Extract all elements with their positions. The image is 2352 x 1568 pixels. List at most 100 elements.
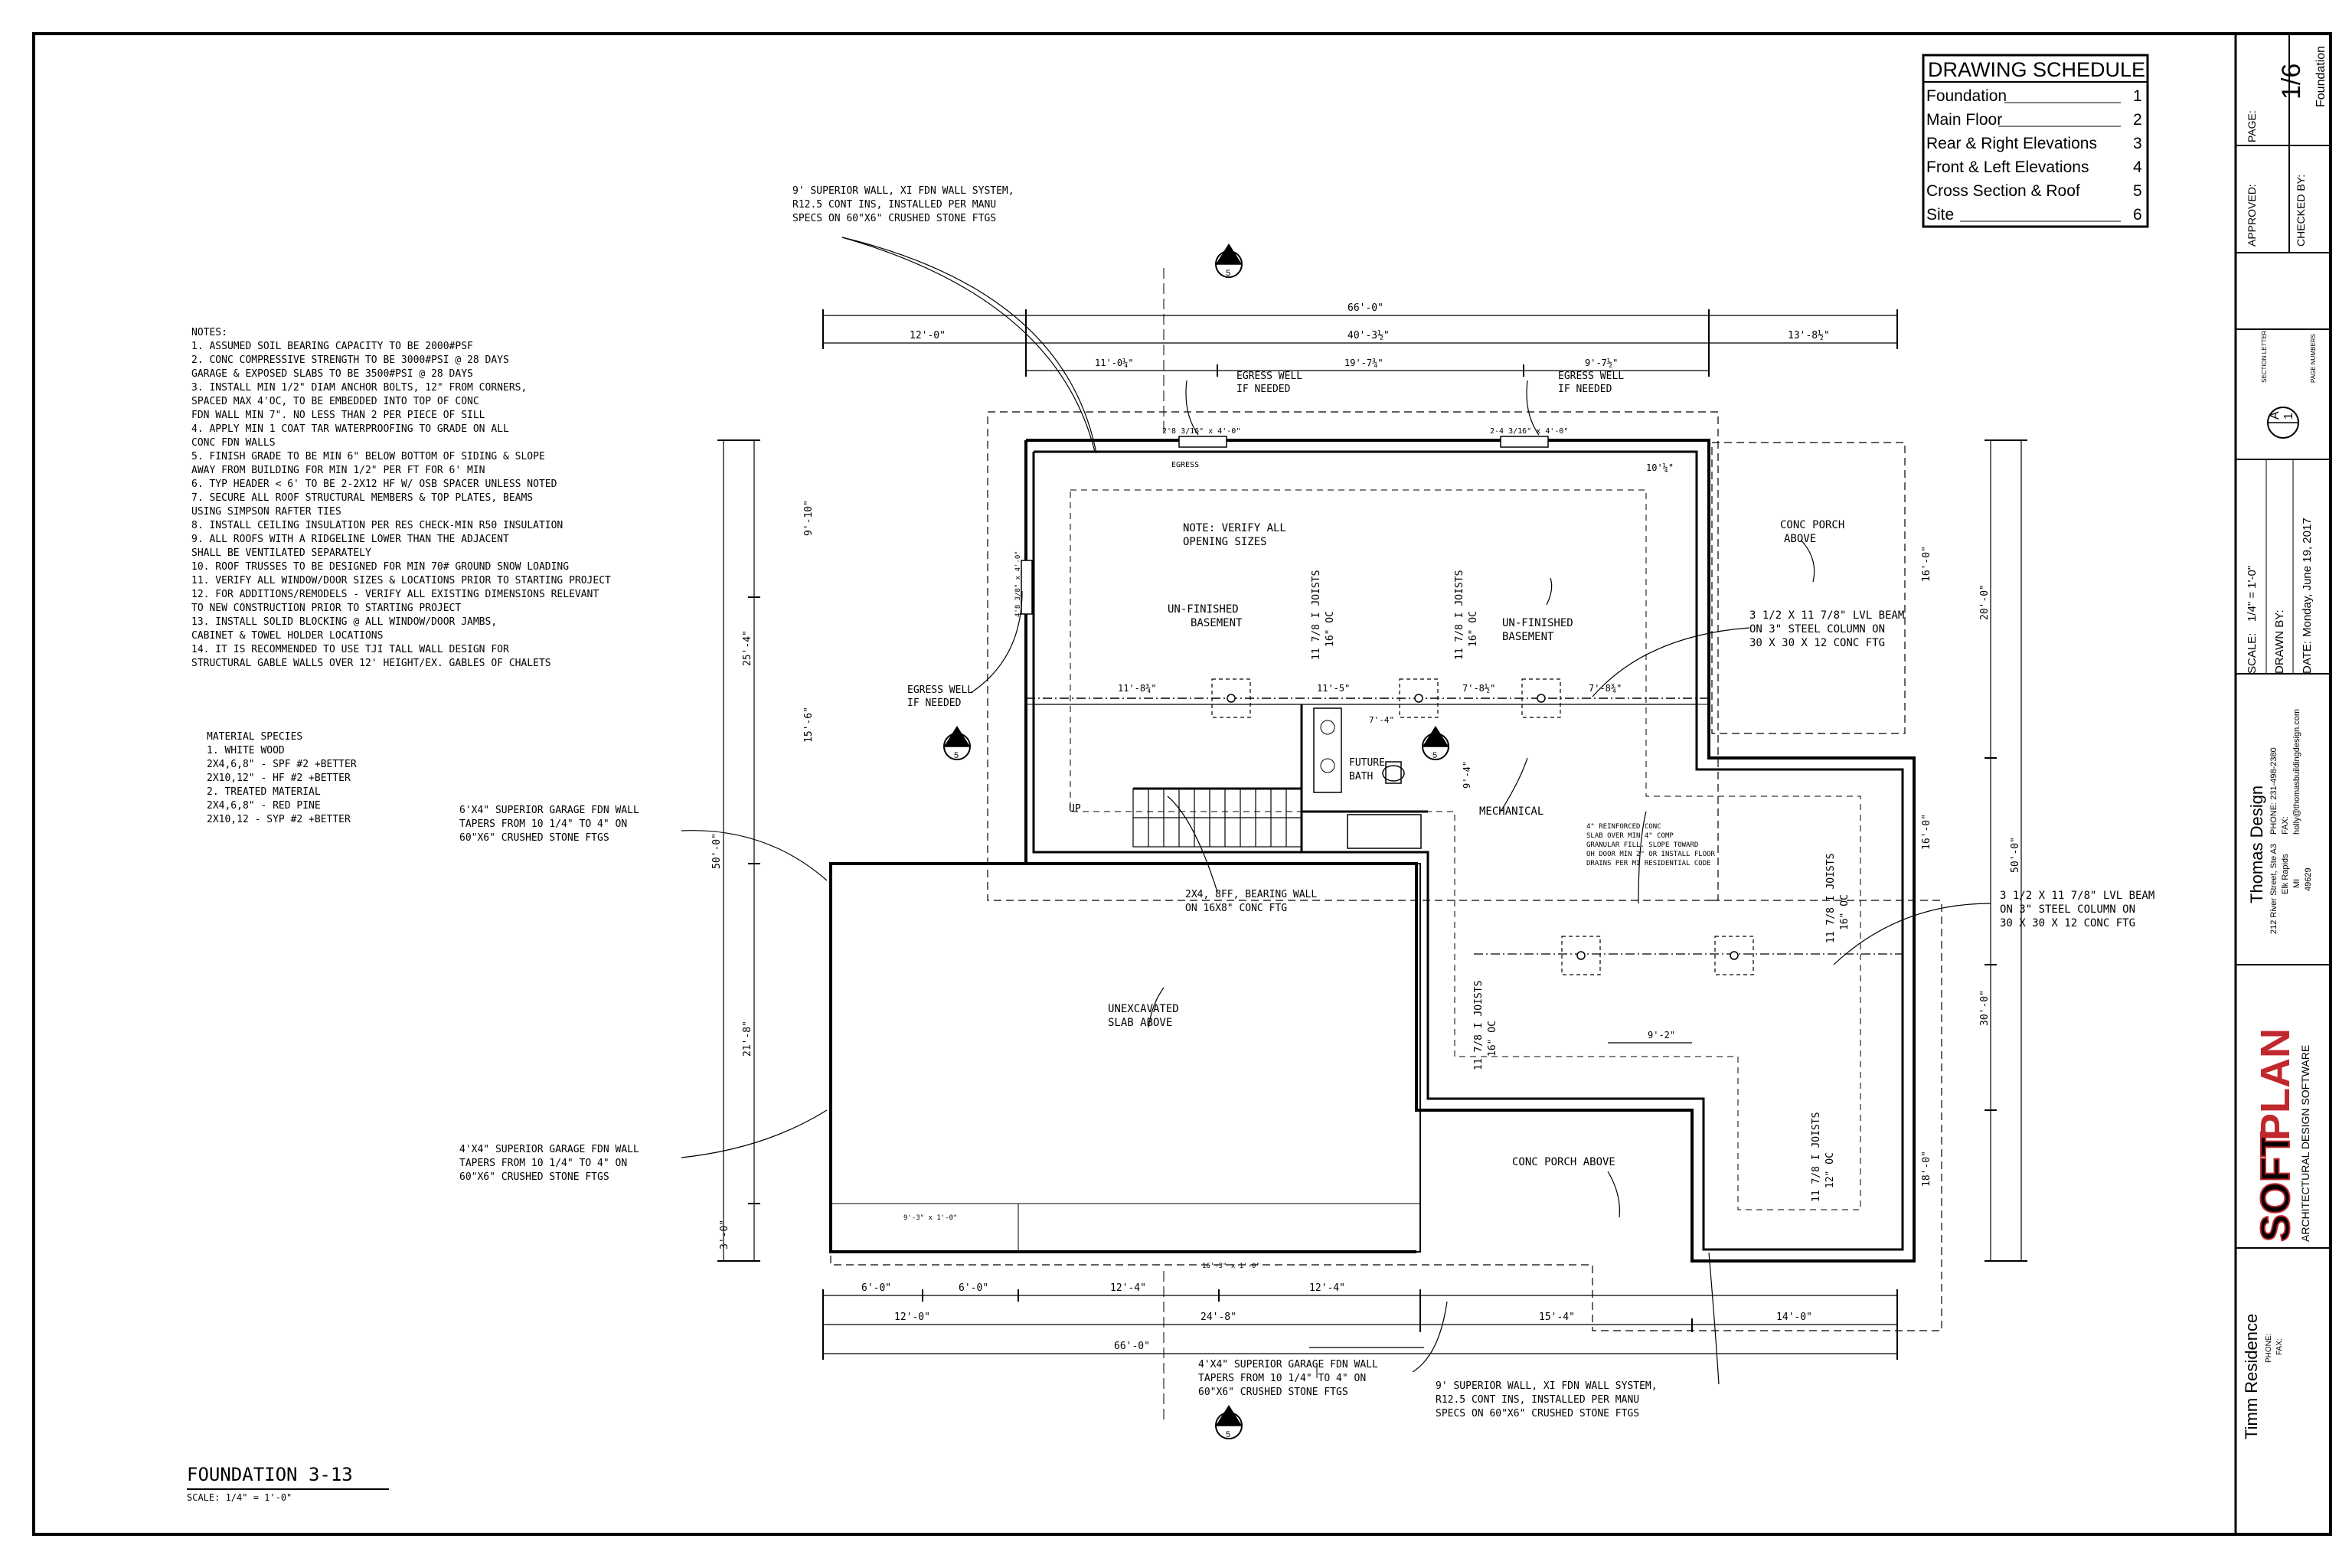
plan-title-block: FOUNDATION 3-13 SCALE: 1/4" = 1'-0" [187,1464,389,1503]
key-number: 1 [2282,413,2295,420]
leader [1833,903,1991,965]
note-line: 2X10,12" - HF #2 +BETTER [207,773,351,784]
joist-label: 11 7/8 I JOISTS [1454,570,1465,660]
section-letter-label: SECTION LETTER [2261,330,2268,383]
date-label: DATE: [2301,641,2314,674]
column-footing [1521,678,1561,718]
joist-label: 11 7/8 I JOISTS [1311,570,1322,660]
leader [1167,795,1218,893]
garage-wall-note: 4'X4" SUPERIOR GARAGE FDN WALL [459,1144,639,1155]
schedule-row-label: Main Floor [1926,111,2002,129]
company-address-2: Elk Rapids [2281,854,2290,894]
joist-label: 11 7/8 I JOISTS [1825,854,1837,943]
slab-note: DRAINS PER MI RESIDENTIAL CODE [1586,860,1711,867]
note-line: 1. WHITE WOOD [207,745,285,756]
note-line: 14. IT IS RECOMMENDED TO USE TJI TALL WA… [191,644,509,655]
joist-label: 16" OC [1839,894,1851,930]
company-fax: FAX: [2281,816,2290,835]
garage-wall-note: TAPERS FROM 10 1/4" TO 4" ON [459,818,627,830]
superior-wall-note: SPECS ON 60"X6" CRUSHED STONE FTGS [1436,1408,1639,1419]
page-name: Foundation [2314,46,2328,107]
leader [1607,1171,1621,1218]
sheet-border [32,32,2332,1536]
future-bath-label: FUTURE [1349,757,1385,769]
leader [1708,1252,1720,1385]
dim-right-e: 18'-0" [1921,1151,1932,1187]
schedule-row: Rear & Right Elevations 3 [1926,135,2142,152]
logo-plan: PLAN [2252,1028,2298,1141]
page-numbers-label: PAGE NUMBERS [2310,334,2317,383]
client-name: Timm Residence [2242,1314,2261,1439]
if-needed-label: IF NEEDED [1236,384,1291,395]
egress-well-label: EGRESS WELL [907,684,973,696]
leader [839,237,1095,452]
dim-int-c: 7'-8½" [1462,683,1495,694]
section-b-num: 5 [1432,751,1437,760]
dim-top-overall: 66'-0" [1348,302,1383,314]
unexcavated-label: SLAB ABOVE [1108,1017,1172,1029]
garage-wall-note: 60"X6" CRUSHED STONE FTGS [1198,1387,1348,1398]
materials-lines: 1. WHITE WOOD 2X4,6,8" - SPF #2 +BETTER … [207,745,357,825]
checked-by-label: CHECKED BY: [2295,175,2307,247]
garage-wall-note: 60"X6" CRUSHED STONE FTGS [459,1171,609,1183]
window-size-label: 2-4 3/16" x 4'-0" [1490,427,1568,436]
joist-label: 11 7/8 I JOISTS [1473,981,1485,1070]
joist-label: 16" OC [1487,1021,1498,1057]
section-a-letter: A [1224,1415,1230,1426]
dim-top-a: 12'-0" [910,330,946,341]
toilet [1385,761,1402,784]
dim-int-d: 7'-8¾" [1589,683,1622,694]
toilet-bowl [1382,765,1405,782]
note-line: AWAY FROM BUILDING FOR MIN 1/2" PER FT F… [191,465,485,476]
schedule-row-label: Front & Left Elevations [1926,158,2089,176]
slab-note: GRANULAR FILL. SLOPE TOWARD [1586,841,1698,849]
material-species: MATERIAL SPECIES [207,731,302,743]
section-key: SECTION LETTER PAGE NUMBERS A 1 [2261,330,2317,439]
general-notes: NOTES: [191,327,227,338]
dim-right-b: 20'-0" [1979,584,1991,620]
porch-label: ABOVE [1784,533,1816,545]
leader [1500,757,1528,812]
note-line: 6. TYP HEADER < 6' TO BE 2-2X12 HF W/ OS… [191,479,557,490]
column-footing [1714,936,1754,975]
note-line: 9. ALL ROOFS WITH A RIDGELINE LOWER THAN… [191,534,509,545]
joist-label: 11 7/8 I JOISTS [1811,1112,1822,1202]
note-line: 2X4,6,8" - SPF #2 +BETTER [207,759,357,770]
note-line: 1. ASSUMED SOIL BEARING CAPACITY TO BE 2… [191,341,473,352]
dim-bot2-d: 14'-0" [1776,1312,1812,1323]
key-letter: A [2269,411,2282,420]
egress-well-label: EGRESS WELL [1558,371,1624,382]
room-label: BASEMENT [1191,617,1243,629]
verify-note: OPENING SIZES [1183,536,1267,548]
dim-left-e: 3'-0" [719,1220,730,1250]
foundation-wall-outer [829,439,1916,1263]
note-line: 13. INSTALL SOLID BLOCKING @ ALL WINDOW/… [191,616,497,628]
mechanical-label: MECHANICAL [1479,805,1544,818]
leader [1412,1301,1448,1373]
note-line: 2. TREATED MATERIAL [207,786,321,798]
leader [1185,380,1199,436]
garage-wall-note: 60"X6" CRUSHED STONE FTGS [459,832,609,844]
section-marker-a-bottom: A 5 [1163,1271,1243,1439]
egress-well-label: EGRESS WELL [1236,371,1302,382]
scale-label: SCALE: [2246,633,2259,674]
drawing-schedule: DRAWING SCHEDULE Foundation 1 Main Floor… [1922,54,2149,228]
note-line: SPACED MAX 4'OC, TO BE EMBEDDED INTO TOP… [191,396,479,407]
dim-bot-b: 6'-0" [959,1282,988,1294]
footing-outline-lower [830,900,1942,1331]
column-footing [1561,936,1601,975]
egress-window-1 [1178,436,1227,448]
leader [841,237,1096,452]
garage-slab [830,863,1421,1253]
dim-top2-c: 9'-7½" [1585,358,1618,368]
section-a-num: 5 [1226,1430,1230,1439]
drawn-by-label: DRAWN BY: [2273,609,2286,674]
note-line: 2X4,6,8" - RED PINE [207,800,321,812]
footing-outline-porch [1711,442,1906,734]
dim-bot-overall: 66'-0" [1114,1341,1150,1352]
schedule-row-label: Cross Section & Roof [1926,182,2080,200]
note-line: 11. VERIFY ALL WINDOW/DOOR SIZES & LOCAT… [191,575,611,586]
vanity [1313,707,1342,793]
egress-label: EGRESS [1171,461,1199,469]
plan-title: FOUNDATION 3-13 [187,1464,353,1485]
